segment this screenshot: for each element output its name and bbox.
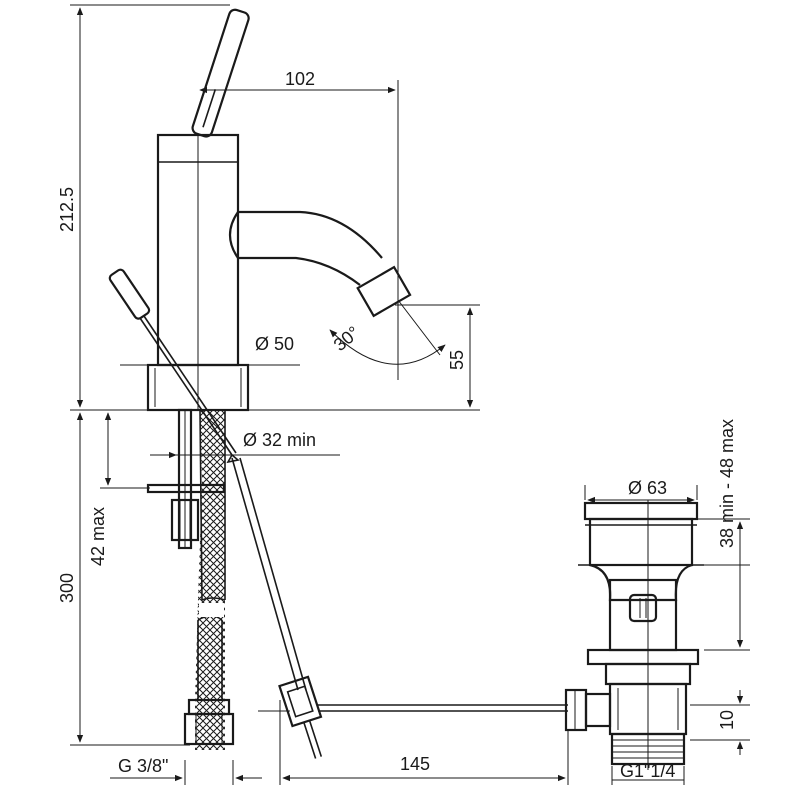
dim-body-diameter: Ø 50 — [255, 334, 294, 354]
dim-hose-length: 300 — [57, 573, 77, 603]
dim-outlet-height: 10 — [717, 710, 737, 730]
dim-plug-range: 38 min - 48 max — [717, 419, 737, 548]
dim-deck-thickness: 42 max — [88, 507, 108, 566]
dim-hole-diameter: Ø 32 min — [243, 430, 316, 450]
dimension-lines — [70, 4, 750, 785]
spout — [228, 210, 412, 318]
dim-hose-connection: G 3/8" — [118, 756, 168, 776]
dim-rod-length: 145 — [400, 754, 430, 774]
dim-total-height: 212.5 — [57, 187, 77, 232]
dim-spout-reach: 102 — [285, 69, 315, 89]
dim-spout-angle: 30° — [330, 322, 364, 355]
dim-waste-thread: G1"1/4 — [620, 761, 675, 781]
dim-plug-diameter: Ø 63 — [628, 478, 667, 498]
waste-valve — [564, 500, 704, 770]
dim-spout-height: 55 — [447, 350, 467, 370]
faucet-body — [146, 8, 250, 412]
flexible-hose — [183, 409, 235, 750]
linkage-clip — [278, 675, 568, 759]
